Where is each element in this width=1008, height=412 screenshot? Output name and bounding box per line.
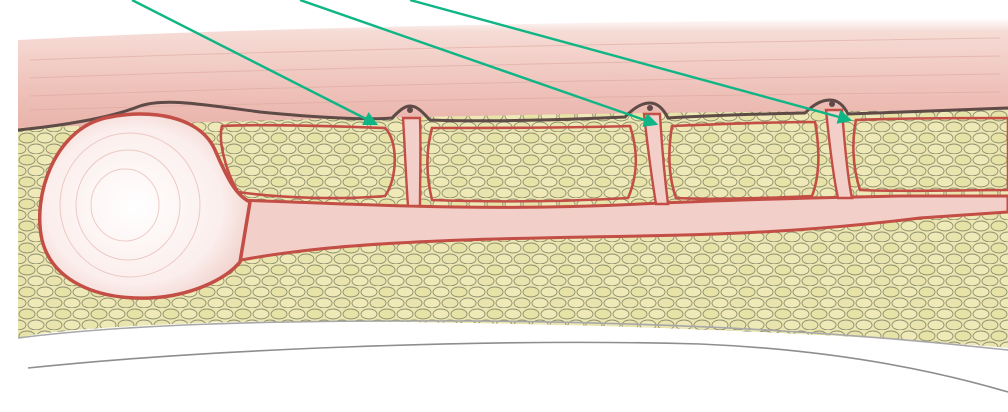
second-sinus-pit [647, 105, 653, 111]
first-sinus-pit [407, 107, 413, 113]
third-sinus-pit [829, 101, 835, 107]
